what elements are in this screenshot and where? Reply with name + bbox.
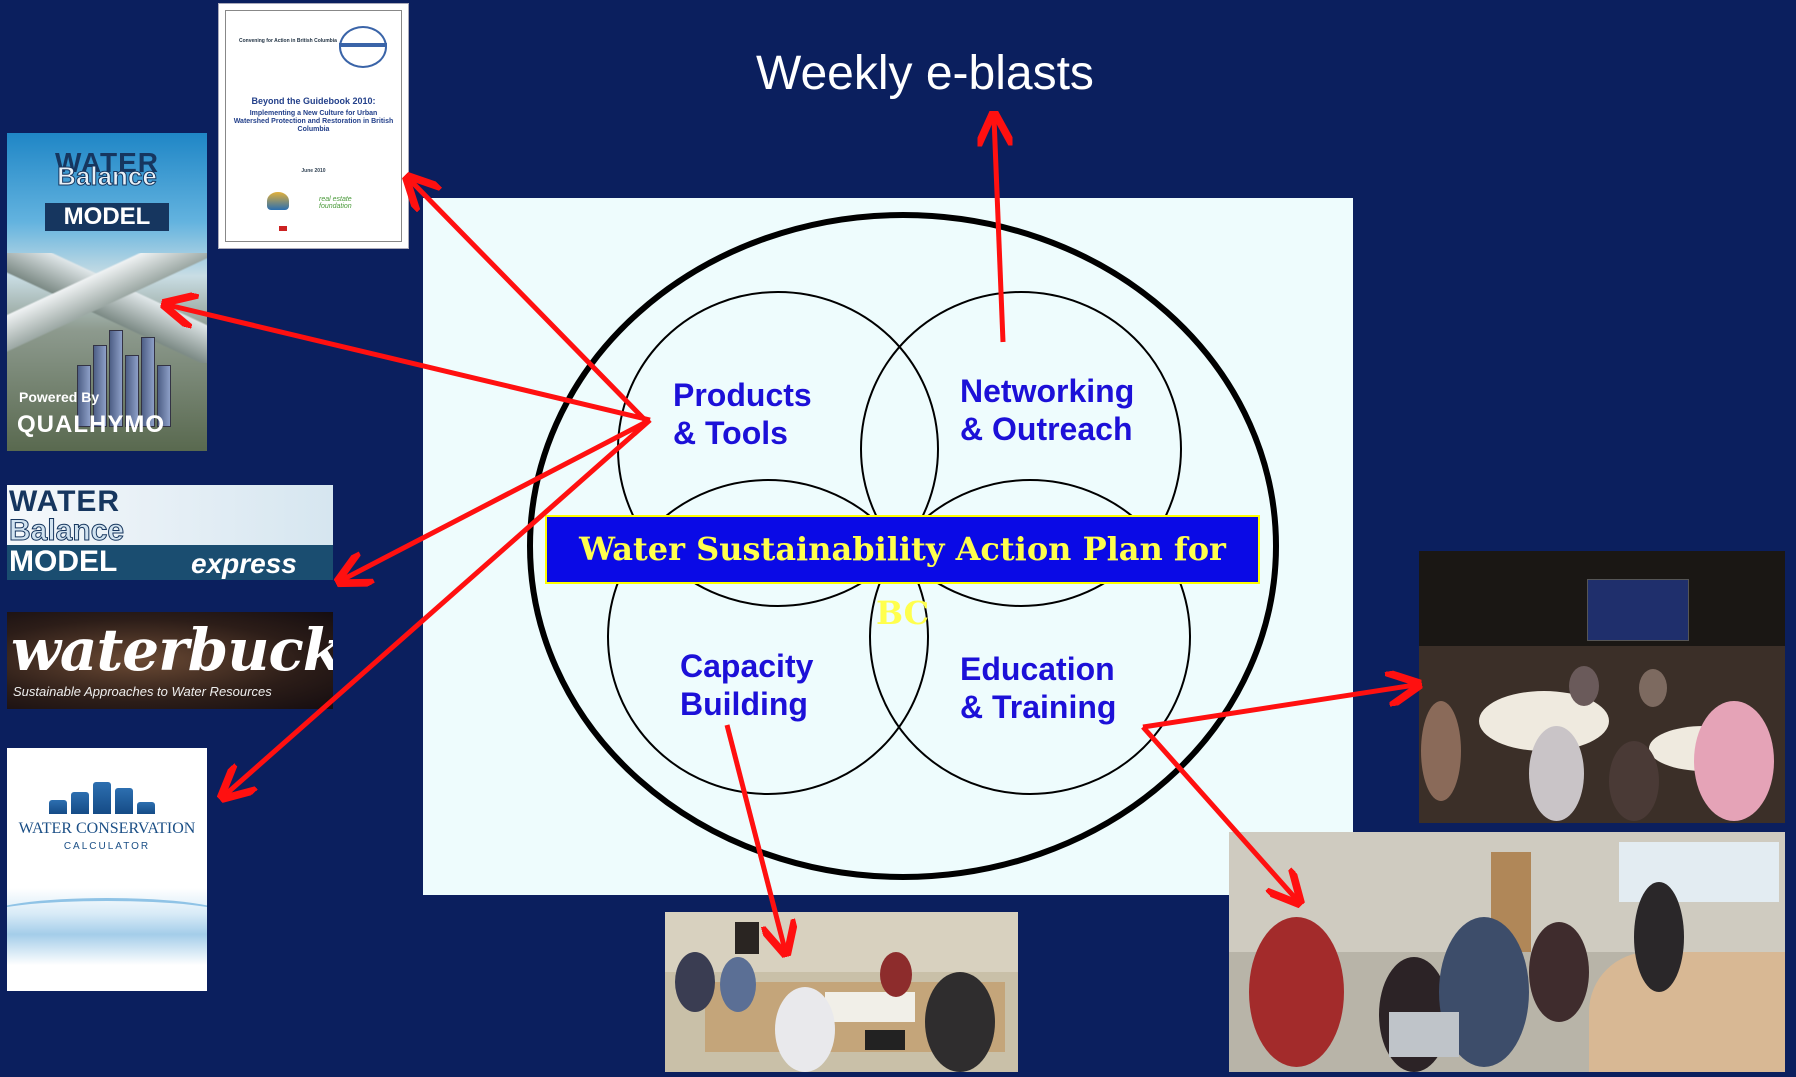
action-plan-banner: Water Sustainability Action Plan for BC — [545, 515, 1260, 632]
capacity-circle — [607, 479, 929, 795]
person — [1634, 882, 1684, 992]
building-graphic — [77, 365, 91, 427]
wbm-engine: QUALHYMO — [17, 411, 165, 438]
networking-line1: Networking — [960, 373, 1135, 409]
guidebook-header: Convening for Action in British Columbia — [239, 38, 337, 44]
guidebook-frame — [225, 10, 402, 242]
wbm-express-band: MODEL express — [7, 545, 333, 580]
person — [1249, 917, 1344, 1067]
real-estate-foundation-logo: real estate foundation — [319, 196, 352, 210]
conservation-line2: CALCULATOR — [63, 841, 151, 852]
conservation-line1: WATER CONSERVATION — [18, 820, 196, 837]
person — [925, 972, 995, 1072]
person — [1694, 701, 1774, 821]
education-line2: & Training — [960, 689, 1117, 725]
building-graphic — [157, 365, 171, 427]
products-tools-label: Products & Tools — [673, 376, 812, 452]
outer-circle — [527, 212, 1279, 880]
curved-desk — [1589, 952, 1785, 1072]
arrow-to-conservation — [225, 418, 652, 795]
products-line1: Products — [673, 377, 812, 413]
arrow-to-capacity-photo — [724, 724, 785, 950]
arrow-to-eblasts — [994, 118, 1003, 343]
wbm-line3: MODEL — [45, 203, 169, 231]
water-conservation-calculator-logo[interactable]: WATER CONSERVATION CALCULATOR — [7, 748, 207, 991]
capacity-line2: Building — [680, 686, 808, 722]
guidebook-cover[interactable]: Convening for Action in British Columbia… — [218, 3, 409, 249]
bc-logo-icon — [267, 192, 289, 210]
person — [880, 952, 912, 997]
products-line2: & Tools — [673, 415, 788, 451]
arrow-to-conference-photo — [1142, 685, 1415, 730]
laptop — [865, 1030, 905, 1050]
water-wave-graphic — [7, 898, 207, 931]
networking-outreach-label: Networking & Outreach — [960, 372, 1134, 448]
wbm-express-line1: WATER — [9, 485, 121, 518]
education-circle — [869, 479, 1191, 795]
capacity-line1: Capacity — [680, 648, 814, 684]
education-line1: Education — [960, 651, 1115, 687]
person — [1421, 701, 1461, 801]
education-conference-photo[interactable] — [1419, 551, 1785, 823]
capacity-building-label: Capacity Building — [680, 647, 813, 723]
person — [1639, 669, 1667, 707]
skyline-bar — [137, 802, 155, 814]
arrow-to-guidebook — [410, 180, 647, 422]
capacity-building-photo[interactable] — [665, 912, 1018, 1072]
person — [720, 957, 756, 1012]
waterbucket-logo[interactable]: waterbucket Sustainable Approaches to Wa… — [7, 612, 333, 709]
laptop — [1389, 1012, 1459, 1057]
guidebook-title: Beyond the Guidebook 2010: — [251, 96, 376, 106]
networking-line2: & Outreach — [960, 411, 1133, 447]
wbm-powered-by: Powered By — [19, 389, 100, 405]
person — [1569, 666, 1599, 706]
guidebook-emblem-icon — [339, 26, 387, 68]
water-balance-model-logo[interactable]: WATER MODEL Balance Powered By QUALHYMO — [7, 133, 207, 451]
person — [1609, 741, 1659, 821]
arrow-to-lab-photo — [1141, 725, 1297, 900]
waterbucket-tagline: Sustainable Approaches to Water Resource… — [13, 684, 272, 699]
skyline-icon — [49, 780, 169, 814]
papers — [825, 992, 915, 1022]
wall-picture — [735, 922, 759, 954]
education-training-label: Education & Training — [960, 650, 1116, 726]
skyline-bar — [49, 800, 67, 814]
guidebook-emblem-bar — [339, 43, 387, 47]
waterbucket-title: waterbucket — [11, 616, 333, 684]
wbm-express-suffix: express — [191, 548, 297, 579]
person — [775, 987, 835, 1072]
wbm-express-logo[interactable]: WATER Balance MODEL express — [7, 485, 333, 580]
wbm-line1: WATER — [54, 147, 160, 178]
person — [1529, 922, 1589, 1022]
networking-circle — [860, 291, 1182, 607]
skyline-bar — [71, 792, 89, 814]
skyline-bar — [115, 788, 133, 814]
wbm-line2: Balance — [57, 161, 158, 192]
building-graphic — [125, 355, 139, 427]
building-graphic — [93, 345, 107, 427]
wbm-express-line2: Balance — [8, 514, 125, 548]
arrow-to-wbm-express — [342, 417, 652, 580]
skyline-bar — [93, 782, 111, 814]
wall — [665, 912, 1018, 972]
building-graphic — [109, 330, 123, 427]
guidebook-date: June 2010 — [301, 168, 326, 174]
wbm-line3-box: MODEL — [27, 189, 187, 231]
person — [1529, 726, 1584, 821]
person — [675, 952, 715, 1012]
building-graphic — [141, 337, 155, 427]
projection-screen — [1587, 579, 1689, 641]
action-plan-title: Water Sustainability Action Plan for BC — [579, 530, 1226, 632]
wbm-express-line3: MODEL — [9, 545, 118, 578]
canada-flag-icon — [279, 226, 287, 231]
weekly-eblasts-label: Weekly e-blasts — [756, 47, 1094, 100]
arrow-to-wbm — [168, 305, 651, 423]
guidebook-subtitle: Implementing a New Culture for Urban Wat… — [233, 110, 394, 133]
training-lab-photo[interactable] — [1229, 832, 1785, 1072]
